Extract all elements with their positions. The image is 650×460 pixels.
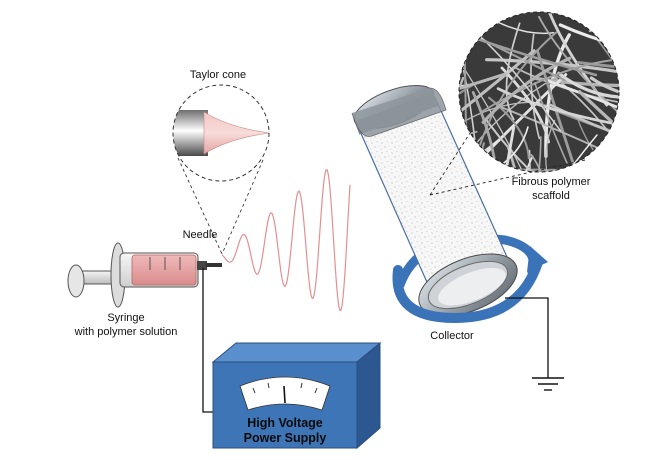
fiber (465, 34, 598, 77)
polymer-solution (131, 254, 197, 286)
polymer-fibers (459, 12, 619, 172)
fiber (481, 58, 618, 113)
rotation-arrow-icon (392, 257, 543, 324)
wire-needle-to-psu (202, 268, 215, 413)
fiber (459, 83, 474, 140)
fiber (459, 130, 478, 166)
taylor-cone-view (172, 84, 270, 182)
fiber (463, 50, 468, 172)
syringe (67, 242, 222, 308)
psu-label-line1: High Voltage (247, 416, 323, 430)
fiber (545, 119, 558, 172)
scaffold-label-line1: Fibrous polymer (512, 176, 591, 188)
wire-collector-to-ground (505, 297, 549, 378)
needle-label: Needle (183, 229, 218, 241)
collector-drum (351, 85, 548, 324)
fiber (496, 87, 619, 126)
fiber (481, 56, 572, 124)
collector-label: Collector (430, 330, 474, 342)
fiber (538, 15, 619, 113)
ground-symbol-icon (532, 377, 564, 391)
polymer-jet (221, 168, 351, 312)
fiber (505, 22, 521, 121)
rotation-arrowhead-icon (527, 246, 548, 272)
voltmeter-dial-icon (239, 376, 331, 411)
needle (206, 263, 222, 267)
fiber (521, 134, 598, 172)
fiber (459, 72, 508, 118)
scaffold-sem-view (458, 11, 620, 173)
fiber (534, 76, 619, 88)
fiber (500, 136, 542, 172)
fiber (482, 126, 516, 172)
fiber (530, 33, 541, 140)
fiber (595, 37, 619, 142)
syringe-label-line1: Syringe (107, 312, 144, 324)
fiber (557, 71, 619, 99)
fiber (533, 82, 568, 164)
fiber (498, 168, 612, 172)
fiber (589, 76, 619, 105)
fiber (459, 137, 503, 172)
fiber (543, 78, 619, 144)
psu-label-line2: Power Supply (244, 431, 327, 445)
syringe-label-line2: with polymer solution (74, 326, 178, 338)
fiber (501, 106, 619, 169)
fiber (485, 118, 600, 172)
fiber (596, 168, 619, 172)
scaffold-label-line2: scaffold (532, 190, 570, 202)
fiber (615, 12, 619, 97)
power-supply: High Voltage Power Supply (211, 341, 382, 450)
fiber (530, 153, 550, 172)
taylor-cone-label: Taylor cone (190, 69, 246, 81)
fiber (506, 145, 528, 172)
fiber (577, 90, 619, 172)
fiber (471, 90, 499, 172)
